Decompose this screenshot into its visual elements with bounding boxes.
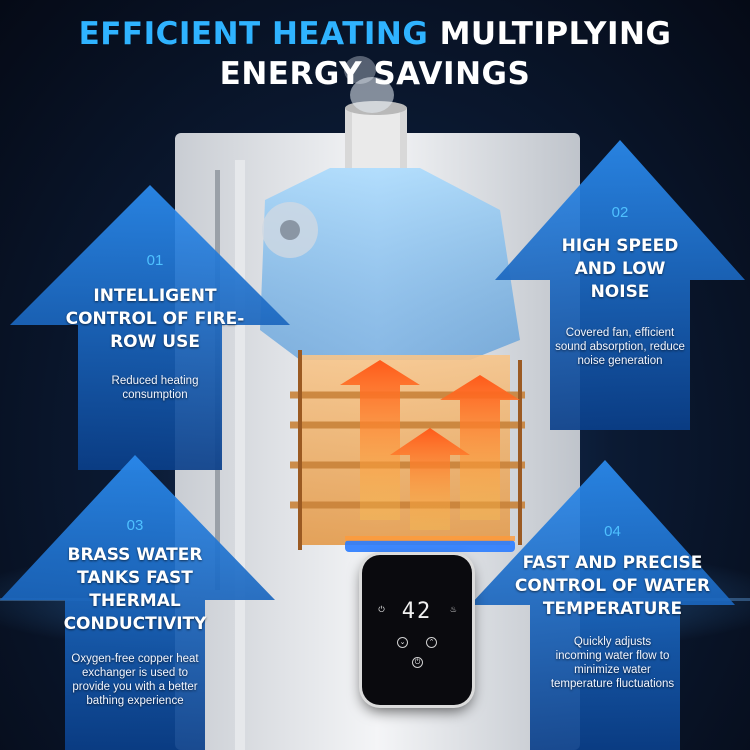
feature-title: INTELLIGENT CONTROL OF FIRE-ROW USE [65,286,245,352]
feature-number: 03 [126,517,144,534]
feature-number: 04 [604,523,621,540]
feature-title: FAST AND PRECISE CONTROL OF WATER TEMPER… [514,553,711,619]
temperature-display: 42 [401,599,433,624]
feature-description: Oxygen-free copper heat exchanger is use… [71,653,199,707]
feature-number: 02 [611,204,629,221]
feature-description: Quickly adjusts incoming water flow to m… [550,636,675,690]
headline-rest: MULTIPLYING [439,16,672,52]
decrease-button[interactable]: ⌄ [397,637,408,648]
power-button[interactable]: ⏻ [412,657,423,668]
power-icon: ⏻ [378,605,385,614]
feature-01: 01 INTELLIGENT CONTROL OF FIRE-ROW USE R… [40,252,270,402]
feature-03: 03 BRASS WATER TANKS FAST THERMAL CONDUC… [10,517,260,708]
mode-icon: ♨ [449,605,458,614]
headline-line2: ENERGY SAVINGS [219,56,531,92]
feature-number: 01 [146,252,164,269]
feature-title: BRASS WATER TANKS FAST THERMAL CONDUCTIV… [63,545,207,634]
feature-04: 04 FAST AND PRECISE CONTROL OF WATER TEM… [490,523,735,691]
feature-description: Covered fan, efficient sound absorption,… [555,327,685,367]
headline: EFFICIENT HEATING MULTIPLYING ENERGY SAV… [0,14,750,94]
feature-description: Reduced heating consumption [111,375,199,401]
control-panel: ⏻ 42 ♨ ⌄ ⌃ ⏻ [362,555,472,705]
feature-02: 02 HIGH SPEED AND LOW NOISE Covered fan,… [490,204,750,368]
headline-accent: EFFICIENT HEATING [78,16,429,52]
increase-button[interactable]: ⌃ [426,637,437,648]
feature-title: HIGH SPEED AND LOW NOISE [561,236,679,302]
